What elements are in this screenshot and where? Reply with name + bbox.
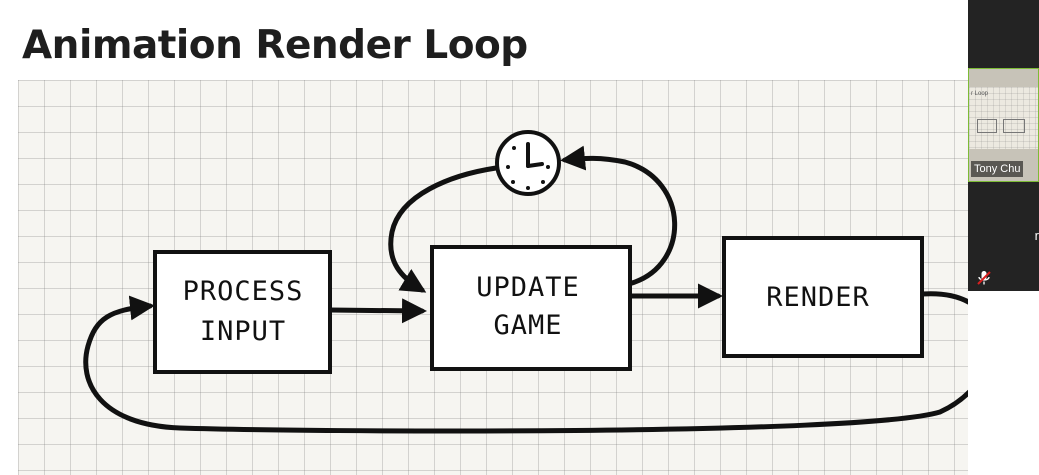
participant-name: Tony Chu (971, 161, 1024, 177)
slide: Animation Render Loop (18, 23, 968, 475)
timer-loop-arrow (560, 145, 678, 286)
thumbnail-box (1003, 119, 1025, 133)
clock-icon (495, 130, 561, 196)
update-game-box: UPDATE GAME (430, 245, 632, 371)
update-game-line2: GAME (493, 310, 562, 341)
thumbnail-text: r Loop (971, 91, 989, 97)
render-label: RENDER (766, 282, 870, 313)
participants-panel: r Loop Tony Chu r (968, 0, 1039, 475)
return-loop-arrow (83, 291, 968, 434)
process-input-box: PROCESS INPUT (153, 250, 332, 374)
diagram-svg: PROCESS INPUT UPDATE GAME RENDER (83, 130, 968, 434)
panel-header (968, 0, 1039, 68)
process-input-line2: INPUT (200, 316, 286, 347)
participant-name-partial: r (1034, 228, 1039, 243)
render-box: RENDER (722, 236, 924, 358)
shared-screen-thumbnail (969, 87, 1038, 149)
process-to-update-arrow (327, 298, 427, 324)
update-game-line1: UPDATE (476, 272, 580, 303)
participant-video-tile[interactable]: r Loop Tony Chu (968, 68, 1039, 182)
process-input-line1: PROCESS (183, 276, 304, 307)
muted-microphone-icon (977, 271, 991, 285)
timer-loop-return (388, 165, 499, 293)
participant-tile-2[interactable]: r (968, 182, 1039, 291)
render-loop-diagram: PROCESS INPUT UPDATE GAME RENDER (18, 80, 968, 475)
thumbnail-box (977, 119, 997, 133)
slide-title: Animation Render Loop (22, 23, 528, 68)
